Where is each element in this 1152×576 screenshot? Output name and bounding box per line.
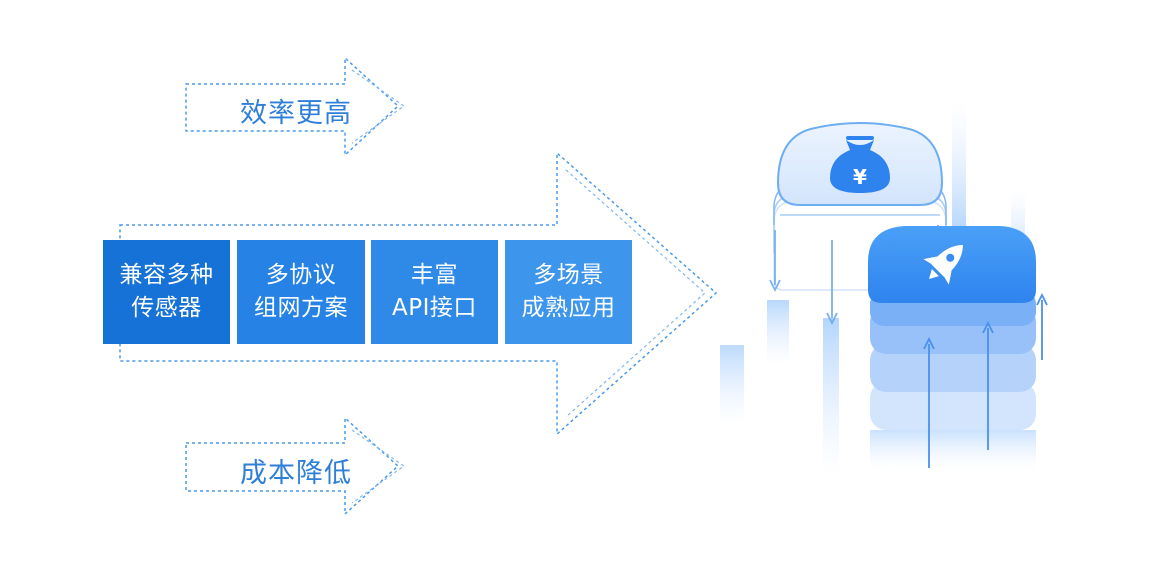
feature-box-api: 丰富 API接口 bbox=[371, 240, 498, 344]
top-arrow-inner-outline bbox=[351, 69, 406, 144]
big-arrow-outline bbox=[119, 151, 718, 436]
feature-line1: 多场景 bbox=[533, 262, 604, 288]
feature-box-sensors: 兼容多种 传感器 bbox=[103, 240, 230, 344]
rocket-icon bbox=[923, 245, 963, 285]
svg-text:¥: ¥ bbox=[853, 165, 867, 189]
top-label: 效率更高 bbox=[240, 98, 352, 129]
feature-box-scenarios: 多场景 成熟应用 bbox=[505, 240, 632, 344]
top-arrow-outline bbox=[185, 56, 400, 157]
bottom-label: 成本降低 bbox=[240, 458, 352, 489]
feature-line2: 组网方案 bbox=[254, 295, 348, 321]
light-bar bbox=[720, 345, 744, 427]
bottom-arrow-inner-outline bbox=[351, 429, 406, 504]
solid-stack-right bbox=[868, 226, 1048, 470]
feature-line2: 传感器 bbox=[131, 295, 202, 321]
light-bar bbox=[952, 100, 966, 228]
feature-line2: API接口 bbox=[392, 295, 477, 321]
big-arrow-inner-outline bbox=[565, 169, 706, 418]
feature-line1: 兼容多种 bbox=[119, 262, 214, 288]
light-bar bbox=[823, 318, 839, 478]
feature-line2: 成熟应用 bbox=[521, 295, 616, 321]
feature-line1: 丰富 bbox=[411, 262, 458, 288]
feature-line1: 多协议 bbox=[265, 262, 337, 288]
light-bar bbox=[767, 300, 789, 366]
money-bag-icon: ¥ bbox=[830, 136, 890, 193]
bottom-arrow-outline bbox=[185, 416, 400, 516]
feature-box-protocols: 多协议 组网方案 bbox=[237, 240, 365, 344]
